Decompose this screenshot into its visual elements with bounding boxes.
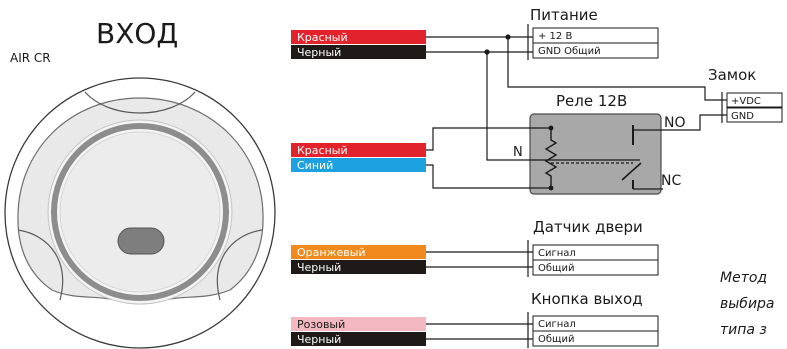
- exit-button-wire-black: [291, 332, 426, 346]
- note-line-1: Метод: [720, 270, 767, 286]
- reader-seam-top: [84, 91, 196, 114]
- door-sensor-wire-orange-label: Оранжевый: [297, 246, 366, 259]
- relay-wire-blue: [291, 158, 426, 172]
- reader-device: ВХОД AIR CR: [4, 17, 276, 349]
- power-wire-red-label: Красный: [297, 31, 348, 44]
- door-sensor-wire-black: [291, 260, 426, 274]
- lock-terminal-vdc-label: +VDC: [731, 96, 761, 107]
- power-section: Красный Черный Питание + 12 В GND Общий: [291, 6, 659, 60]
- relay-coil: [544, 128, 558, 188]
- power-terminal-gnd-label: GND Общий: [538, 46, 601, 57]
- relay-wire-red-label: Красный: [297, 144, 348, 157]
- relay-coil-plus-wire: [426, 127, 551, 151]
- reader-face: [59, 131, 221, 293]
- relay-pin-no: NO: [664, 115, 686, 131]
- relay-section: Реле 12В NO N NC Красный Синий: [291, 52, 686, 195]
- relay-pin-nc: NC: [661, 173, 681, 189]
- power-terminal-12v-label: + 12 В: [538, 31, 572, 42]
- relay-wire-red: [291, 143, 426, 157]
- reader-model-label: AIR CR: [10, 51, 51, 65]
- door-sensor-terminal-common-label: Общий: [538, 263, 574, 274]
- relay-switch-arm: [621, 162, 642, 181]
- power-wire-black: [291, 45, 426, 59]
- note-text: Метод выбира типа з: [720, 270, 775, 338]
- power-wire-black-label: Черный: [297, 46, 341, 59]
- lock-title: Замок: [708, 66, 756, 84]
- exit-button-title: Кнопка выход: [531, 290, 643, 308]
- reader-seam-right: [216, 229, 263, 301]
- door-sensor-title: Датчик двери: [533, 218, 643, 236]
- lock-gnd-wire: [663, 114, 727, 131]
- lock-terminal-gnd-label: GND: [731, 111, 754, 122]
- reader-led-ring: [51, 123, 229, 301]
- relay-wire-blue-label: Синий: [297, 159, 333, 172]
- relay-no-wire: [632, 125, 663, 131]
- door-sensor-wire-black-label: Черный: [297, 261, 341, 274]
- door-sensor-section: Датчик двери Оранжевый Черный Сигнал Общ…: [291, 218, 659, 277]
- reader-oval-button: [117, 227, 165, 255]
- reader-seam-left: [17, 229, 64, 301]
- exit-button-wire-pink: [291, 317, 426, 331]
- relay-coil-minus-wire: [426, 164, 551, 189]
- power-title: Питание: [530, 6, 598, 24]
- relay-body: [529, 113, 662, 195]
- lock-vdc-wire: [507, 37, 727, 101]
- exit-button-terminal-signal-label: Сигнал: [538, 319, 576, 330]
- exit-button-wire-black-label: Черный: [297, 333, 341, 346]
- lock-section: Замок +VDC GND: [507, 37, 783, 131]
- relay-pin-n: N: [513, 145, 523, 160]
- door-sensor-wire-orange: [291, 245, 426, 259]
- door-sensor-terminal-signal-label: Сигнал: [538, 248, 576, 259]
- power-wire-red: [291, 30, 426, 44]
- exit-button-section: Кнопка выход Розовый Черный Сигнал Общий: [291, 290, 659, 348]
- exit-button-terminal-common-label: Общий: [538, 334, 574, 345]
- exit-button-wire-pink-label: Розовый: [297, 318, 345, 331]
- reader-title: ВХОД: [96, 17, 178, 50]
- relay-title: Реле 12В: [556, 92, 627, 110]
- power-terminal-gnd: [532, 42, 659, 59]
- note-line-2: выбира: [720, 296, 775, 312]
- note-line-3: типа з: [720, 322, 767, 338]
- relay-n-wire: [486, 52, 640, 161]
